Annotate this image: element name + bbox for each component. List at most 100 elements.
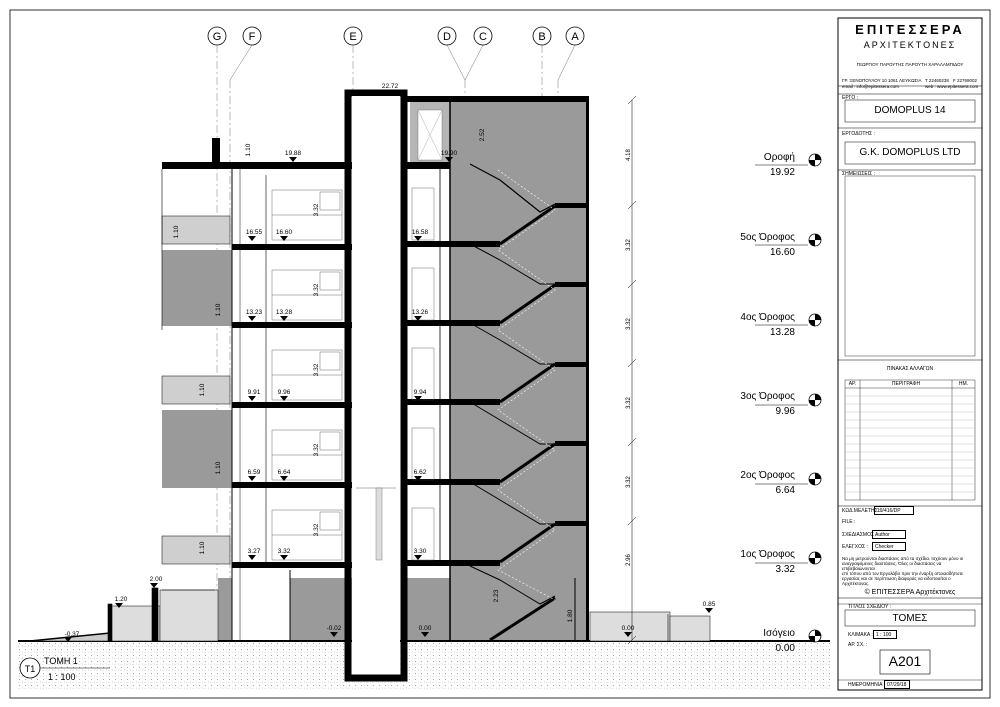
mark-rail-5: 1.10: [173, 225, 180, 238]
grid-label-g: G: [213, 31, 222, 43]
lift-core: [344, 89, 408, 682]
rev-col-desc: ΠΕΡΙΓΡΑΦΗ: [891, 381, 921, 387]
level-value-4: 13.28: [770, 327, 795, 338]
rev-col-date: ΗΜ.: [958, 381, 969, 387]
mark-floor-h-2: 3.32: [313, 443, 320, 456]
firm-email: email : info@epitessera.com: [842, 84, 899, 89]
rev-col-no: ΑΡ.: [848, 381, 857, 387]
firm-tel: T 22460238: [925, 78, 949, 83]
grid-label-e: E: [349, 31, 356, 43]
level-symbols: [755, 153, 822, 643]
firm-name: ΕΠΙΤΕΣΣΕΡΑ: [855, 22, 965, 37]
walls: [161, 102, 576, 640]
height-4: 3.32: [626, 397, 632, 409]
level-triangles: [64, 90, 713, 642]
mark-roof-mid: 19.90: [441, 150, 458, 157]
mark-f3-a: 9.91: [248, 389, 261, 396]
mark-f2-c: 6.62: [414, 469, 427, 476]
level-value-3: 9.96: [776, 406, 796, 417]
date-label: ΗΜΕΡΟΜΗΝΙΑ :: [848, 682, 885, 688]
floor-slabs: [162, 96, 589, 641]
mark-rail-4: 1.10: [215, 303, 222, 316]
mark-rail-2: 1.10: [215, 461, 222, 474]
revision-rows: [845, 395, 975, 493]
project-label: ΕΡΓΟ :: [842, 95, 859, 101]
disclaimer-line-5: εργασίας και σε περίπτωση διαφοράς να ει…: [842, 576, 951, 581]
grid-label-f: F: [249, 31, 256, 43]
disclaimer-line-6: Αρχιτέκτονας.: [842, 581, 870, 586]
grid-label-c: C: [479, 31, 487, 43]
mark-floor-h-4: 3.32: [313, 283, 320, 296]
grid-label-b: B: [538, 31, 545, 43]
disclaimer-line-4: επί τόπου από τον Εργολάβο πριν την έναρ…: [842, 571, 964, 576]
fences: [107, 587, 669, 642]
drawn-label: ΣΧΕΔΙΑΣΜΟΣ :: [842, 532, 877, 538]
grid-label-d: D: [443, 31, 451, 43]
client-name: G.K. DOMOPLUS LTD: [859, 147, 961, 158]
mark-rail-3: 1.10: [199, 383, 206, 396]
stair-flights: [469, 163, 556, 642]
mark-f4-c: 13.26: [412, 309, 429, 316]
mark-f4-a: 13.23: [246, 309, 263, 316]
mark-roof-left: 19.88: [285, 150, 302, 157]
code-value: 19/416/DP: [874, 506, 914, 515]
mark-wall-1: 1.20: [115, 596, 128, 603]
mark-f2-b: 6.64: [278, 469, 291, 476]
disclaimer-line-3: επιβεβαιώνονται: [842, 566, 875, 571]
check-value: Checker: [872, 542, 906, 551]
drawing-caption: T1 ΤΟΜΗ 1 1 : 100: [19, 656, 110, 682]
mark-left-ground: -0.37: [65, 631, 80, 638]
level-value-5: 16.60: [770, 247, 795, 258]
grid-label-a: A: [571, 31, 579, 43]
client-label: ΕΡΓΟΔΟΤΗΣ :: [842, 131, 875, 137]
mark-f3-c: 9.94: [414, 389, 427, 396]
firm-subtitle: ΑΡΧΙΤΕΚΤΟΝΕΣ: [863, 40, 957, 50]
level-name-ground: Ισόγειο: [763, 627, 795, 639]
mark-f5-a: 16.55: [246, 229, 263, 236]
right-dimension-chain: [627, 95, 637, 645]
mark-right-wall: 0.85: [703, 601, 716, 608]
level-name-1: 1ος Όροφος: [740, 549, 795, 560]
code-label: ΚΩΔ.ΜΕΛΕΤΗΣ :: [842, 508, 881, 514]
mark-f2-a: 6.59: [248, 469, 261, 476]
level-value-2: 6.64: [776, 485, 796, 496]
copyright: © ΕΠΙΤΕΣΣΕΡΑ Αρχιτέκτονες: [864, 589, 956, 596]
sheet-title-label: ΤΙΤΛΟΣ ΣΧΕΔΙΟΥ :: [848, 604, 891, 610]
mark-stair-low: 1.80: [567, 609, 574, 622]
mark-rail-1: 1.10: [199, 541, 206, 554]
drawing-title: ΤΟΜΗ 1: [44, 656, 78, 666]
level-name-3: 3ος Όροφος: [740, 391, 795, 402]
mark-ground-c: 0.00: [622, 625, 635, 632]
mark-f4-b: 13.28: [276, 309, 293, 316]
mark-floor-h-1: 3.32: [313, 523, 320, 536]
date-value: 07/29/18: [884, 680, 910, 689]
drawing-badge: T1: [25, 664, 36, 674]
revisions-title: ΠΙΝΑΚΑΣ ΑΛΛΑΓΩΝ: [886, 366, 934, 372]
mark-parapet: 2.52: [479, 128, 486, 141]
level-value-roof: 19.92: [770, 167, 795, 178]
firm-web: web : www.epitessera.com: [925, 84, 979, 89]
scale-value: 1 : 100: [873, 630, 897, 639]
interior-elevations: [271, 109, 443, 561]
height-6: 2.96: [626, 554, 632, 566]
level-name-4: 4ος Όροφος: [740, 312, 795, 323]
height-1: 4.18: [626, 149, 632, 161]
mark-parapet-left: 1.10: [245, 143, 252, 156]
firm-address: ΓΡ. ΞΕΝΟΠΟΥΛΟΥ 10 1061 ΛΕΥΚΩΣΙΑ: [842, 78, 922, 83]
level-name-2: 2ος Όροφος: [740, 470, 795, 481]
height-2: 3.32: [626, 239, 632, 251]
mark-f3-b: 9.96: [278, 389, 291, 396]
mark-f1-c: 3.30: [414, 548, 427, 555]
height-5: 3.32: [626, 476, 632, 488]
project-name: DOMOPLUS 14: [874, 105, 946, 116]
notes-label: ΣΗΜΕΙΩΣΕΙΣ :: [842, 171, 876, 177]
level-name-roof: Οροφή: [764, 151, 795, 163]
level-value-1: 3.32: [776, 564, 796, 575]
sheet-border: [9, 9, 991, 699]
mark-f5-b: 16.60: [276, 229, 293, 236]
firm-partners: ΓΕΩΡΓΙΟΥ ΠΑΡΟΥΤΗΣ ΠΑΡΟΥΤΗ ΧΑΡΑΛΑΜΠΙΔΟΥ: [856, 62, 964, 67]
sheet-number-label: ΑΡ. ΣΧ. :: [848, 642, 868, 648]
file-label: FILE :: [842, 519, 856, 525]
mark-top: 22.72: [382, 83, 399, 90]
